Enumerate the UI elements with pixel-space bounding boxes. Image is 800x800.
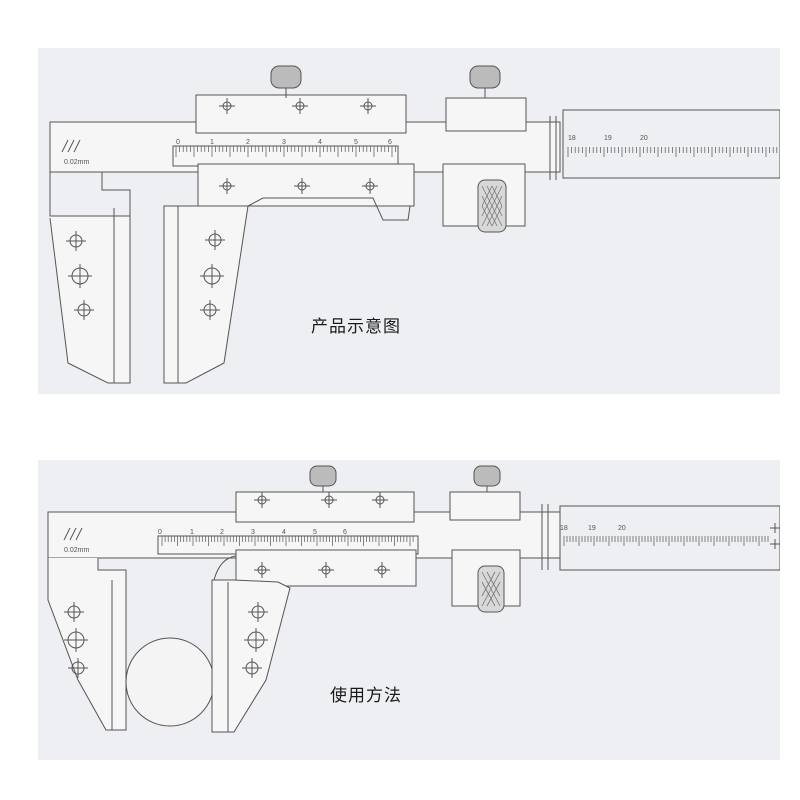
moving-jaw bbox=[211, 579, 291, 733]
vernier-number: 1 bbox=[210, 139, 214, 146]
vernier-number: 3 bbox=[251, 529, 255, 536]
figure-caption: 产品示意图 bbox=[311, 317, 401, 337]
vernier-number: 6 bbox=[388, 139, 392, 146]
vernier-number: 4 bbox=[318, 139, 322, 146]
knurl-pattern bbox=[481, 571, 501, 607]
figure-caption: 使用方法 bbox=[330, 686, 402, 706]
vernier-ticks bbox=[175, 146, 396, 157]
main-scale-number: 18 bbox=[560, 525, 568, 532]
main-scale bbox=[559, 505, 780, 571]
jaw-holes bbox=[242, 602, 268, 678]
main-scale-numbers: 18 19 20 bbox=[568, 135, 648, 142]
vernier-number: 5 bbox=[313, 529, 317, 536]
vernier-number: 1 bbox=[190, 529, 194, 536]
vernier-number: 4 bbox=[282, 529, 286, 536]
main-scale bbox=[562, 109, 780, 179]
moving-jaw bbox=[163, 205, 249, 384]
fixed-jaw bbox=[47, 558, 127, 731]
main-scale-number: 20 bbox=[618, 525, 626, 532]
vernier-number: 0 bbox=[176, 139, 180, 146]
fine-adjust-knob bbox=[473, 465, 501, 487]
measured-cylinder bbox=[125, 637, 215, 727]
thumb-knob bbox=[270, 65, 302, 89]
main-scale-number: 18 bbox=[568, 135, 576, 142]
main-scale-ticks bbox=[563, 536, 769, 546]
vernier-numbers: 0 1 2 3 4 5 6 bbox=[158, 529, 347, 536]
knurl-pattern bbox=[481, 185, 503, 227]
screw-marks bbox=[254, 492, 388, 508]
fine-adjust-slider bbox=[449, 491, 521, 521]
main-scale-number: 20 bbox=[640, 135, 648, 142]
main-scale-number: 19 bbox=[604, 135, 612, 142]
vernier-number: 6 bbox=[343, 529, 347, 536]
precision-label: 0.02mm bbox=[64, 547, 89, 554]
screw-marks bbox=[219, 178, 378, 194]
vernier-ticks bbox=[161, 536, 414, 546]
vernier-numbers: 0 1 2 3 4 5 6 bbox=[176, 139, 392, 146]
vernier-number: 3 bbox=[282, 139, 286, 146]
moving-jaw-neck bbox=[213, 555, 237, 581]
fine-adjust-knob bbox=[469, 65, 501, 89]
fixed-jaw bbox=[49, 172, 131, 384]
jaw-holes bbox=[200, 230, 225, 320]
scale-end-marks bbox=[770, 523, 780, 549]
caliper-drawing: 0.02mm 0 1 2 3 4 5 6 bbox=[49, 65, 780, 384]
screw-marks bbox=[219, 98, 376, 114]
vernier-number: 2 bbox=[220, 529, 224, 536]
jaw-holes bbox=[64, 602, 88, 678]
main-scale-ticks bbox=[567, 147, 778, 157]
fixed-jaw-outline bbox=[50, 171, 131, 216]
screw-marks bbox=[254, 562, 390, 578]
vernier-number: 5 bbox=[354, 139, 358, 146]
main-scale-numbers: 18 19 20 bbox=[560, 525, 626, 532]
jaw-holes bbox=[66, 231, 94, 320]
upper-slider bbox=[235, 491, 415, 523]
fine-adjust-slider bbox=[445, 97, 527, 132]
vernier-number: 2 bbox=[246, 139, 250, 146]
precision-mark bbox=[63, 527, 83, 541]
precision-label: 0.02mm bbox=[64, 159, 89, 166]
precision-mark bbox=[61, 139, 81, 153]
upper-slider bbox=[195, 94, 407, 134]
product-diagram-panel: 0.02mm 0 1 2 3 4 5 6 bbox=[38, 48, 780, 394]
main-scale-number: 19 bbox=[588, 525, 596, 532]
usage-diagram-panel: 0.02mm 0 1 2 3 4 5 6 bbox=[38, 460, 780, 760]
moving-jaw-neck bbox=[247, 197, 411, 221]
vernier-number: 0 bbox=[158, 529, 162, 536]
thumb-knob bbox=[309, 465, 337, 487]
caliper-usage-drawing: 0.02mm 0 1 2 3 4 5 6 bbox=[47, 465, 780, 733]
